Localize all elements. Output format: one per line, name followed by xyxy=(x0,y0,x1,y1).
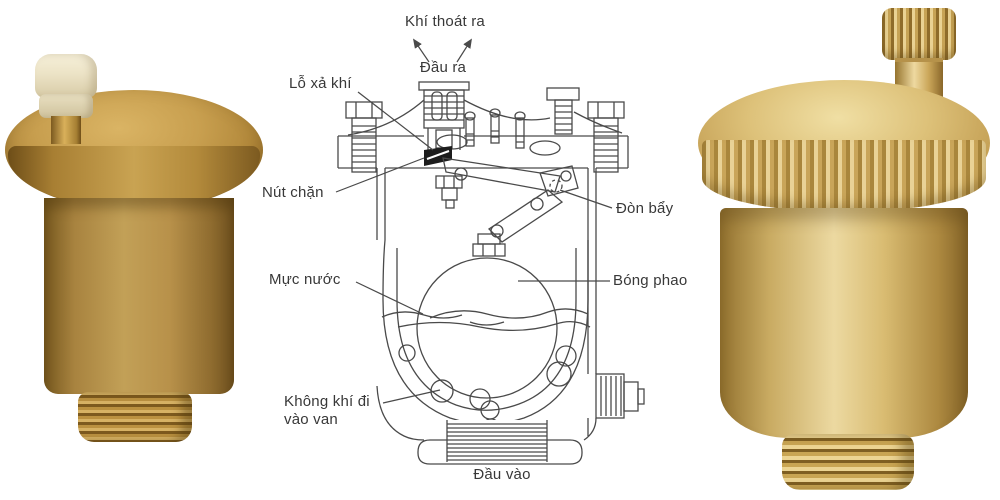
label-water-level: Mực nước xyxy=(269,271,341,288)
stop-plug xyxy=(424,146,452,166)
label-lever: Đòn bẩy xyxy=(616,200,674,217)
outlet-stub xyxy=(418,81,470,129)
top-screw xyxy=(546,87,580,135)
label-float-ball: Bóng phao xyxy=(613,272,688,289)
left-valve-vent-cap xyxy=(35,54,97,98)
label-air-escapes: Khí thoát ra xyxy=(405,13,485,30)
right-valve-knurled-cap-side xyxy=(702,140,986,212)
water-level-line xyxy=(381,308,591,332)
label-vent-hole: Lỗ xả khí xyxy=(289,75,352,92)
float-ball xyxy=(416,257,558,399)
flange-bolt-left xyxy=(345,101,383,173)
side-port xyxy=(595,373,645,419)
float-stem xyxy=(472,233,506,257)
left-valve-vent-cap-ring xyxy=(39,94,93,118)
label-air-enters: Không khí đi vào van xyxy=(284,393,370,428)
plug-nut xyxy=(435,175,463,209)
label-outlet: Đầu ra xyxy=(419,59,467,76)
left-valve-vent-stem xyxy=(51,116,81,144)
left-valve-inlet-threads xyxy=(78,392,192,442)
vent-orifice xyxy=(427,128,461,150)
bracket-studs xyxy=(436,108,561,156)
right-valve-body xyxy=(720,208,968,438)
lever-mechanism xyxy=(442,157,579,243)
inlet-port xyxy=(417,420,583,465)
body-walls xyxy=(376,168,597,441)
left-valve-body xyxy=(44,198,234,394)
valve-cross-section-diagram xyxy=(335,38,645,465)
leader-lines xyxy=(335,38,613,404)
flange-bolt-right xyxy=(587,101,625,173)
label-inlet: Đầu vào xyxy=(473,466,531,483)
left-valve-photo xyxy=(2,46,274,450)
right-valve-photo xyxy=(690,4,998,496)
label-stop-plug: Nút chặn xyxy=(262,184,324,201)
right-valve-inlet-threads xyxy=(782,434,914,490)
right-valve-vent-knob xyxy=(882,8,956,60)
